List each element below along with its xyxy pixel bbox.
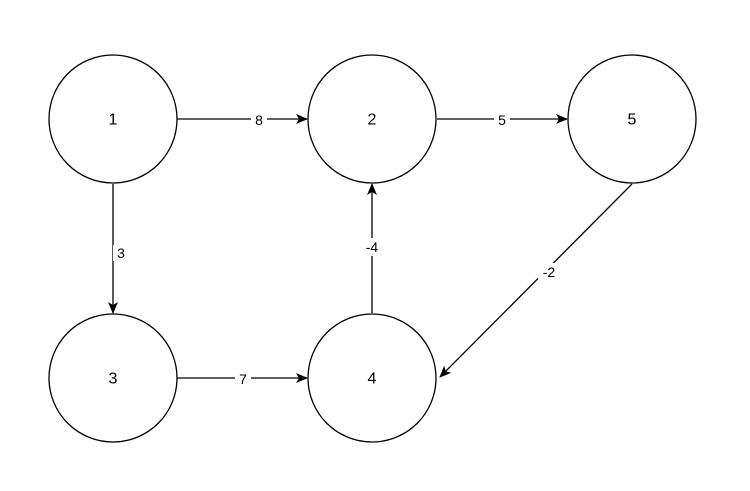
edge-3-to-4: 7 (177, 370, 308, 387)
edge-weight-label: 8 (255, 112, 263, 128)
edge-1-to-2: 8 (177, 111, 308, 128)
node-circle (307, 313, 437, 443)
edge-weight-label: -2 (543, 264, 556, 280)
edge-4-to-2: -4 (361, 183, 383, 313)
node-2: 2 (307, 54, 437, 184)
node-3: 3 (48, 313, 178, 443)
edge-weight-label: 5 (498, 112, 506, 128)
node-label: 5 (628, 112, 637, 129)
node-circle (567, 54, 697, 184)
node-label: 1 (109, 112, 118, 129)
edge-weight-label: -4 (366, 239, 379, 255)
edge-label-background (494, 111, 510, 127)
node-label: 3 (109, 371, 118, 388)
edge-5-to-4: -2 (439, 183, 633, 378)
edge-label-background (361, 238, 383, 256)
edge-label-background (113, 245, 127, 261)
edge-2-to-5: 5 (437, 111, 568, 128)
edge-weight-label: 3 (117, 245, 125, 261)
edge-label-background (251, 111, 267, 127)
node-label: 2 (368, 112, 377, 129)
node-circle (307, 54, 437, 184)
node-4: 4 (307, 313, 437, 443)
node-1: 1 (48, 54, 178, 184)
node-circle (48, 313, 178, 443)
node-5: 5 (567, 54, 697, 184)
edge-1-to-3: 3 (108, 184, 127, 314)
edge-label-background (235, 370, 251, 386)
edge-label-background (538, 263, 560, 281)
node-circle (48, 54, 178, 184)
node-label: 4 (368, 371, 377, 388)
edge-line (439, 183, 633, 378)
edge-weight-label: 7 (239, 371, 247, 387)
